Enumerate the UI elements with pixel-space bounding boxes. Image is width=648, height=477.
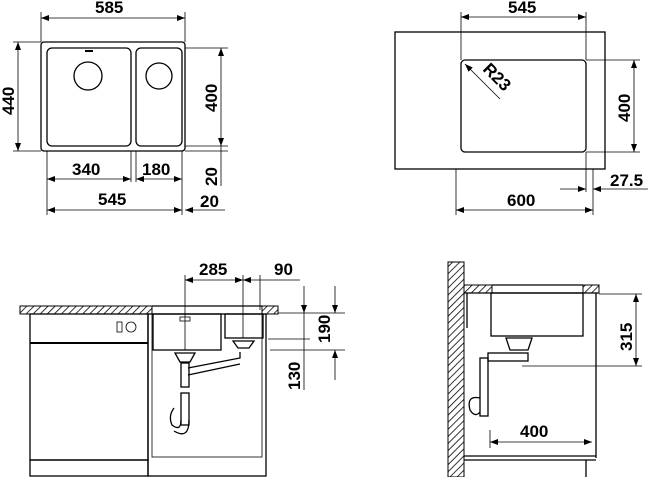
small-bowl (135, 47, 183, 147)
trap-side-icon (468, 396, 481, 416)
dim-400-left: 400 (202, 84, 221, 112)
dim-27-5: 27.5 (610, 171, 643, 190)
front-view: 285 90 190 130 (19, 260, 345, 477)
bowl-profile (490, 292, 584, 337)
dim-400-side: 400 (520, 422, 548, 441)
top-view-right: 545 R23 400 600 27.5 (394, 0, 648, 215)
main-bowl-section (152, 313, 222, 351)
dim-20-vertical: 20 (202, 167, 221, 186)
dim-90: 90 (274, 260, 293, 279)
dim-20-horizontal: 20 (200, 192, 219, 211)
drain-main-icon (73, 61, 103, 91)
wall (447, 261, 465, 477)
dim-r23: R23 (479, 59, 514, 94)
siphon-trap-icon (169, 407, 190, 435)
dim-600: 600 (507, 191, 535, 210)
dim-130: 130 (285, 362, 304, 390)
dim-315: 315 (617, 323, 636, 351)
dim-400-right: 400 (615, 94, 634, 122)
drain-pipe-side-icon (479, 357, 489, 417)
dim-285: 285 (199, 260, 227, 279)
dishwasher (29, 313, 149, 461)
dim-180: 180 (142, 160, 170, 179)
sink-outline (40, 41, 186, 152)
countertop (394, 31, 606, 170)
dim-545-right: 545 (508, 0, 536, 17)
dim-440: 440 (0, 87, 18, 115)
top-view-left: 585 440 400 340 180 545 20 20 (0, 0, 228, 215)
drain-small-icon (145, 62, 173, 90)
side-view: 315 400 (447, 261, 642, 477)
main-bowl (46, 47, 132, 147)
dim-190: 190 (315, 315, 334, 343)
dim-585: 585 (95, 0, 123, 17)
small-bowl-section (224, 313, 264, 339)
cutout (460, 59, 587, 153)
dim-545-left: 545 (98, 190, 126, 209)
dim-340: 340 (72, 160, 100, 179)
drain-pipe-icon (180, 362, 190, 388)
